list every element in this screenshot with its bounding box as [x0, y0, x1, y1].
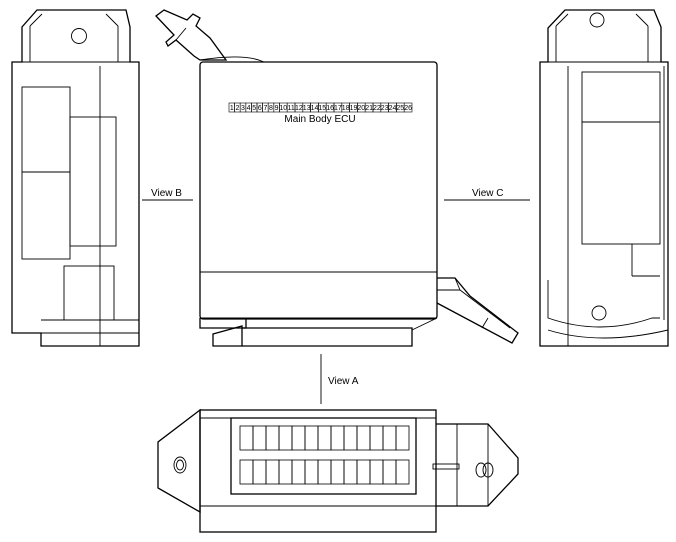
pin-number: 7 — [263, 105, 267, 112]
view-c-label: View C — [472, 188, 504, 199]
connector-cell — [369, 425, 384, 451]
connector-cell — [265, 459, 280, 485]
connector-cell — [343, 459, 358, 485]
connector-cell-grid — [239, 425, 410, 485]
pin-number: 25 — [396, 105, 404, 112]
connector-cell — [317, 425, 332, 451]
connector-cell — [330, 459, 345, 485]
view-c-side-drawing — [539, 9, 669, 347]
connector-cell — [395, 425, 410, 451]
pin-number: 22 — [373, 105, 381, 112]
view-b-label: View B — [151, 188, 182, 199]
connector-cell — [239, 459, 254, 485]
connector-cell — [356, 425, 371, 451]
pin-number: 2 — [235, 105, 239, 112]
pin-number: 4 — [247, 105, 251, 112]
pin-number: 10 — [279, 105, 287, 112]
pin-number: 21 — [365, 105, 373, 112]
connector-cell — [382, 425, 397, 451]
pin-number: 3 — [241, 105, 245, 112]
pin-box — [403, 102, 413, 113]
pin-number: 17 — [334, 105, 342, 112]
connector-cell — [239, 425, 254, 451]
pin-number: 26 — [404, 105, 412, 112]
connector-cell — [265, 425, 280, 451]
pin-number: 20 — [357, 105, 365, 112]
connector-cell — [382, 459, 397, 485]
pin-number: 19 — [350, 105, 358, 112]
pin-number: 23 — [381, 105, 389, 112]
pin-number: 14 — [311, 105, 319, 112]
view-a-label: View A — [328, 376, 359, 387]
connector-cell — [291, 459, 306, 485]
connector-cell — [343, 425, 358, 451]
pin-number: 13 — [303, 105, 311, 112]
connector-cell — [278, 459, 293, 485]
connector-cell — [304, 425, 319, 451]
connector-cell — [330, 425, 345, 451]
connector-cell — [252, 459, 267, 485]
pin-number: 16 — [326, 105, 334, 112]
pin-number: 5 — [252, 105, 256, 112]
connector-cell — [252, 425, 267, 451]
connector-cell — [369, 459, 384, 485]
pin-number: 8 — [269, 105, 273, 112]
pin-number: 15 — [318, 105, 326, 112]
pin-number: 11 — [287, 105, 294, 112]
connector-cell — [356, 459, 371, 485]
pin-number: 24 — [389, 105, 397, 112]
pin-number: 12 — [295, 105, 303, 112]
connector-cell — [304, 459, 319, 485]
connector-cell — [291, 425, 306, 451]
ecu-name-label: Main Body ECU — [284, 114, 355, 125]
pin-number: 1 — [230, 105, 234, 112]
view-b-side-drawing — [11, 9, 140, 347]
connector-cell — [317, 459, 332, 485]
pin-number: 18 — [342, 105, 350, 112]
connector-cell — [278, 425, 293, 451]
pin-number: 9 — [275, 105, 279, 112]
connector-cell — [395, 459, 410, 485]
pin-number: 6 — [258, 105, 262, 112]
view-a-bottom-drawing — [157, 408, 519, 533]
